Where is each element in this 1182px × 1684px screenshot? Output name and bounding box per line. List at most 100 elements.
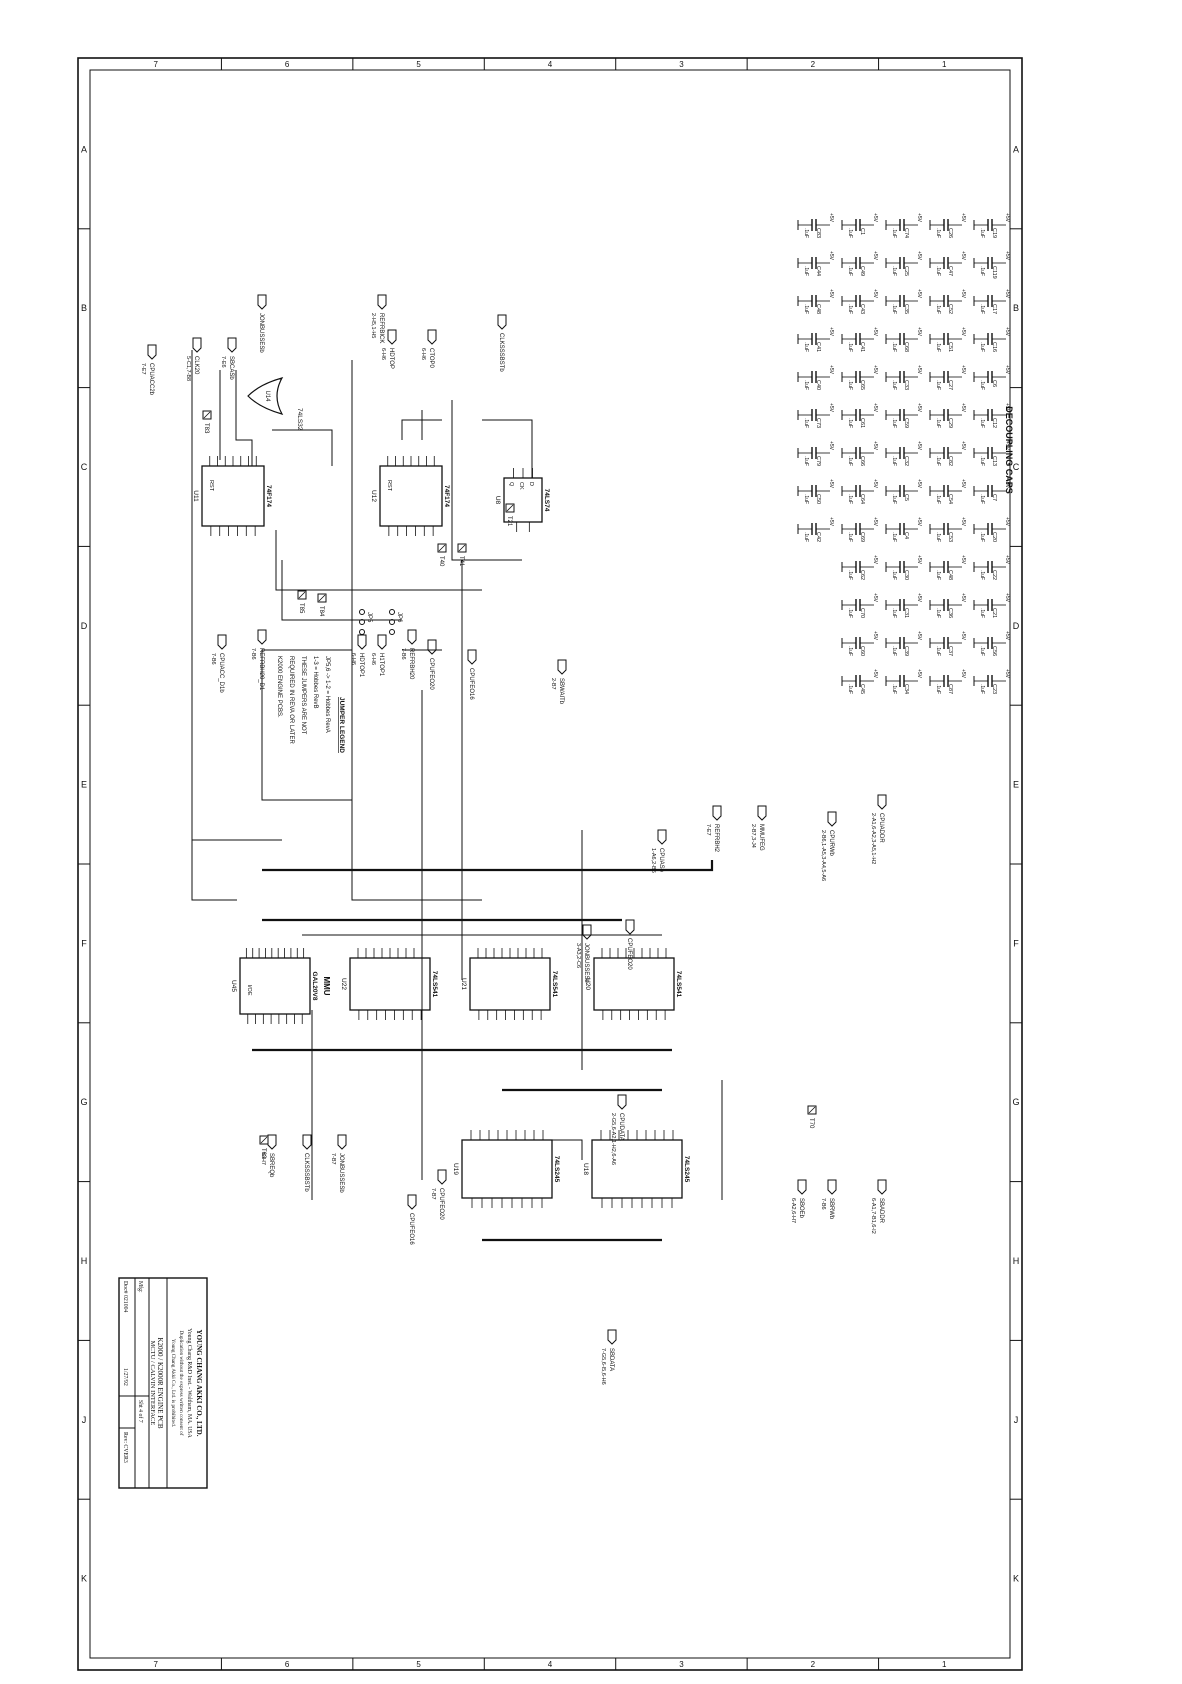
signal-name: REFRBH2 — [713, 824, 719, 853]
test-point: T21 — [505, 503, 515, 527]
cap-supply: +5V — [828, 517, 834, 527]
cap-ref: C35 — [903, 304, 909, 314]
cap-ref: C60 — [859, 646, 865, 656]
legend-line: K2000 ENGINE PCBS. — [276, 656, 282, 718]
cap-value: .1uF — [847, 228, 853, 238]
zone-number-bottom: 2 — [811, 1660, 816, 1669]
cap-supply: +5V — [960, 251, 966, 261]
cap-value: .1uF — [979, 456, 985, 466]
cap-value: .1uF — [847, 418, 853, 428]
signal-flag — [827, 811, 837, 827]
test-point: T63 — [259, 1135, 269, 1159]
bus-cpuaddr — [262, 860, 714, 872]
signal-flag — [437, 1169, 447, 1185]
cap-value: .1uF — [935, 608, 941, 618]
cap-value: .1uF — [803, 266, 809, 276]
test-point-mark — [298, 591, 306, 599]
jumper-pin — [359, 629, 365, 635]
wire — [482, 419, 533, 478]
signal-name: JONBUSSESb — [338, 1153, 344, 1193]
cap-value: .1uF — [891, 380, 897, 390]
cap-supply: +5V — [960, 403, 966, 413]
cap-ref: C34 — [903, 684, 909, 694]
zone-number-top: 5 — [416, 60, 421, 69]
signal-name: HDTOP — [388, 348, 394, 369]
signal-name: CLKSSSBSTb — [498, 333, 504, 372]
zone-number-top: 2 — [811, 60, 816, 69]
signal-flag — [497, 314, 507, 330]
signal-ref: 7-B6 — [250, 648, 256, 660]
cap-supply: +5V — [1004, 441, 1010, 451]
cap-supply: +5V — [1004, 593, 1010, 603]
cap-ref: C30 — [903, 570, 909, 580]
cap-ref: C16 — [991, 342, 997, 352]
chip-body — [201, 465, 265, 527]
signal-ref: 2-G5,6-A2,1-H2,6-A6 — [610, 1113, 616, 1165]
cap-value: .1uF — [847, 570, 853, 580]
legend-box — [261, 649, 353, 801]
jumper-pin — [389, 609, 395, 615]
signal-ref: 1-A6,2-B6 — [650, 848, 656, 873]
cap-ref: C32 — [903, 456, 909, 466]
test-point: T70 — [807, 1105, 817, 1129]
signal-name: CPURWb — [828, 830, 834, 857]
cap-supply: +5V — [872, 669, 878, 679]
chip-part: 74LS74 — [543, 489, 550, 512]
cap-supply: +5V — [1004, 403, 1010, 413]
cap-ref: C48 — [815, 304, 821, 314]
cap-value: .1uF — [935, 304, 941, 314]
chip-part: 74LS245 — [683, 1156, 690, 1183]
signal-ref: 7-B7 — [330, 1153, 336, 1165]
cap-supply: +5V — [1004, 289, 1010, 299]
cap-value: .1uF — [891, 266, 897, 276]
cap-ref: C43 — [859, 304, 865, 314]
cap-ref: C41 — [815, 342, 821, 352]
cap-value: .1uF — [847, 380, 853, 390]
cap-supply: +5V — [960, 555, 966, 565]
signal-flag — [712, 805, 722, 821]
cap-ref: C36 — [947, 608, 953, 618]
chip-ref: U14 — [264, 390, 270, 402]
cap-supply: +5V — [916, 517, 922, 527]
chip-body — [461, 1139, 553, 1199]
cap-supply: +5V — [960, 213, 966, 223]
chip-part: 74LS541 — [675, 971, 682, 998]
signal-refrbh20_d1: REFRBH20_D17-B6 — [250, 629, 267, 691]
cap-supply: +5V — [1004, 327, 1010, 337]
cap-ref: C51 — [947, 342, 953, 352]
cap-ref: C53 — [947, 532, 953, 542]
jumper-pin — [389, 619, 395, 625]
cap-value: .1uF — [847, 532, 853, 542]
cap-supply: +5V — [872, 441, 878, 451]
cap-value: .1uF — [891, 228, 897, 238]
test-point-box — [807, 1105, 817, 1115]
signal-flag — [827, 1179, 837, 1195]
signal-ref: 7-G5,6-I5,6-H6 — [600, 1348, 606, 1385]
cap-supply: +5V — [872, 403, 878, 413]
test-point-ref: T85 — [298, 603, 304, 614]
wire — [275, 530, 482, 591]
cap-value: .1uF — [935, 684, 941, 694]
zone-letter-right: F — [1013, 938, 1019, 948]
jumper-pin — [359, 619, 365, 625]
cap-value: .1uF — [935, 342, 941, 352]
signal-name: JONBUSSESb — [583, 943, 589, 983]
signal-flag — [257, 629, 267, 645]
signal-name: CPUFEO16 — [468, 668, 474, 700]
cap-value: .1uF — [847, 266, 853, 276]
